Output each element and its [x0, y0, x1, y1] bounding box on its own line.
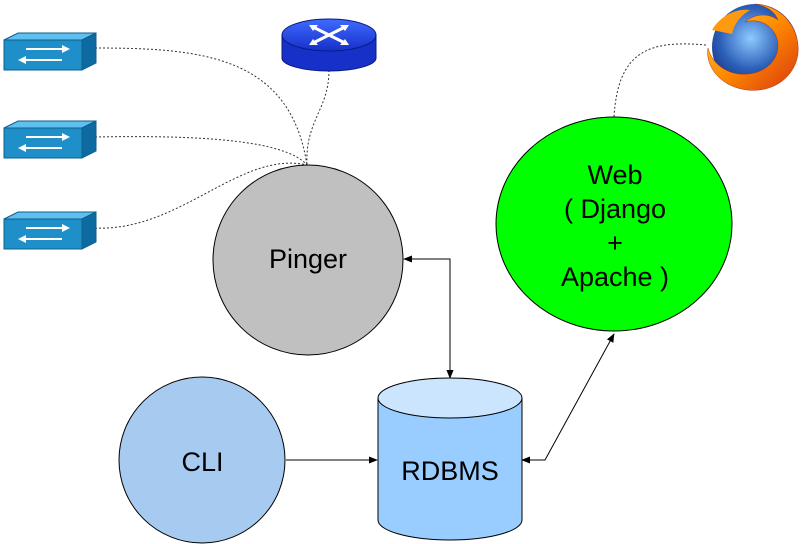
link-switch-2 — [94, 136, 308, 166]
switch-3-icon — [3, 211, 97, 250]
rdbms-web-connector — [521, 333, 615, 464]
router-icon — [281, 18, 377, 72]
rdbms-node — [377, 377, 523, 541]
web-label: Web ( Django + Apache ) — [497, 158, 733, 294]
device-links — [94, 43, 707, 229]
link-router — [306, 69, 330, 166]
firefox-browser-icon — [707, 3, 799, 91]
link-switch-1 — [94, 47, 308, 166]
link-switch-3 — [94, 162, 308, 229]
pinger-label: Pinger — [268, 244, 348, 274]
link-browser — [613, 43, 707, 118]
cli-label: CLI — [181, 447, 224, 477]
web-label-line: Apache ) — [560, 262, 670, 292]
cli-node — [118, 376, 286, 544]
rdbms-label: RDBMS — [401, 456, 499, 486]
web-label-line: + — [607, 228, 623, 258]
web-node — [495, 116, 733, 332]
switch-1-icon — [3, 32, 97, 71]
web-label-line: Web — [587, 160, 643, 190]
switch-2-icon — [3, 120, 97, 159]
pinger-node — [212, 164, 404, 356]
pinger-rdbms-connector — [403, 255, 454, 379]
web-label-line: ( Django — [563, 194, 667, 224]
